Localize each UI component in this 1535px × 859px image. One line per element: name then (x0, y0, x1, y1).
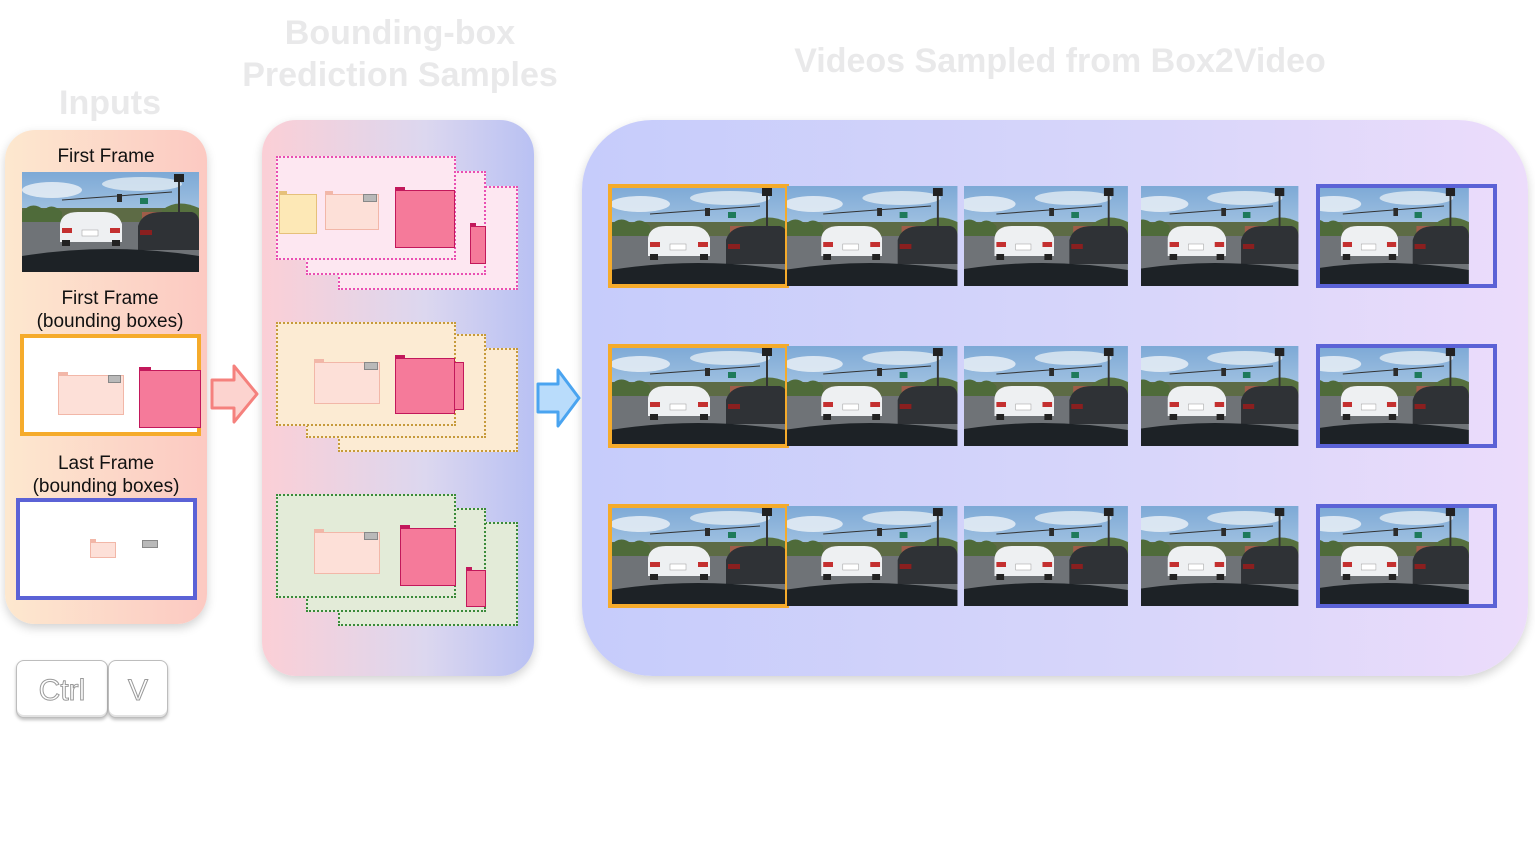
bbox-sample-card (276, 322, 456, 426)
bbox-pink (395, 187, 455, 248)
road-scene-thumbnail (1318, 346, 1470, 446)
inputs-heading: Inputs (59, 84, 161, 122)
bbox-tab (314, 359, 324, 363)
road-scene-thumbnail (1141, 186, 1299, 286)
first-frame-boxes-line1: First Frame (61, 288, 159, 309)
bbox-pink-small (470, 223, 486, 264)
bbox-peach (58, 372, 124, 415)
road-scene-thumbnail (787, 346, 958, 446)
first-frame-label: First Frame (57, 146, 155, 167)
video-frame (610, 186, 787, 286)
road-scene-thumbnail (964, 506, 1129, 606)
bbox-tab (279, 191, 287, 195)
bbox-peach (325, 191, 379, 230)
bbox-samples-heading: Bounding-box Prediction Samples (220, 12, 580, 96)
ctrl-key-icon: Ctrl (16, 660, 108, 718)
bbox-tab (58, 372, 68, 376)
road-scene-thumbnail (964, 346, 1129, 446)
video-frame (787, 186, 964, 286)
road-scene-thumbnail (1318, 506, 1470, 606)
arrow-right-icon (536, 368, 581, 428)
bbox-tab (395, 355, 405, 359)
road-scene-thumbnail (787, 186, 958, 286)
bbox-tab (314, 529, 324, 533)
bbox-tab (139, 367, 151, 371)
road-scene-thumbnail (610, 346, 787, 446)
video-frame (1318, 506, 1495, 606)
bbox-tab (400, 525, 410, 529)
video-frame (1141, 506, 1318, 606)
video-frame (1318, 346, 1495, 446)
road-scene-thumbnail (1141, 506, 1299, 606)
first-frame-bbox-canvas (20, 334, 201, 436)
bbox-tab (90, 539, 96, 543)
bbox-pink (139, 367, 201, 428)
first-frame-boxes-line2: (bounding boxes) (36, 311, 184, 332)
bbox-pink-small (466, 567, 486, 607)
road-scene-thumbnail (610, 506, 787, 606)
bbox-sample-card (276, 494, 456, 598)
bbox-tab (395, 187, 405, 191)
road-scene-thumbnail (1318, 186, 1470, 286)
bbox-gray-tag (364, 362, 378, 370)
road-scene-thumbnail (22, 172, 199, 272)
road-scene-thumbnail (787, 506, 958, 606)
bbox-gray-tag (108, 375, 121, 383)
last-frame-boxes-label: Last Frame (bounding boxes) (5, 452, 207, 498)
video-frame (1141, 346, 1318, 446)
bbox-peach (314, 529, 380, 574)
bbox-gray-tag (142, 540, 158, 548)
v-key-icon: V (108, 660, 168, 718)
video-frame (610, 346, 787, 446)
bbox-gray-tag (363, 194, 377, 202)
arrow-right-icon (210, 364, 259, 424)
last-frame-bbox-canvas (16, 498, 197, 600)
last-frame-boxes-line1: Last Frame (57, 453, 155, 474)
bbox-tab (325, 191, 333, 195)
video-frame (964, 346, 1141, 446)
road-scene-thumbnail (1141, 346, 1299, 446)
road-scene-thumbnail (610, 186, 787, 286)
video-frame (1141, 186, 1318, 286)
road-scene-thumbnail (964, 186, 1129, 286)
video-frame (787, 506, 964, 606)
bbox-peach-small (90, 539, 116, 558)
video-frame (964, 506, 1141, 606)
video-frame (964, 186, 1141, 286)
bbox-yellow (279, 191, 317, 234)
bbox-tab (466, 567, 472, 571)
video-frame (1318, 186, 1495, 286)
bbox-heading-line2: Prediction Samples (242, 56, 558, 94)
bbox-peach (314, 359, 380, 404)
last-frame-boxes-line2: (bounding boxes) (32, 476, 180, 497)
first-frame-image (22, 172, 199, 272)
video-frame (787, 346, 964, 446)
bbox-pink-narrow (454, 362, 464, 410)
bbox-gray-tag (364, 532, 378, 540)
first-frame-boxes-label: First Frame (bounding boxes) (10, 287, 210, 333)
bbox-heading-line1: Bounding-box (284, 14, 516, 52)
video-frame (610, 506, 787, 606)
bbox-tab (470, 223, 476, 227)
bbox-pink (395, 355, 455, 414)
bbox-pink (400, 525, 456, 586)
videos-heading: Videos Sampled from Box2Video (794, 42, 1326, 80)
bbox-sample-card (276, 156, 456, 260)
